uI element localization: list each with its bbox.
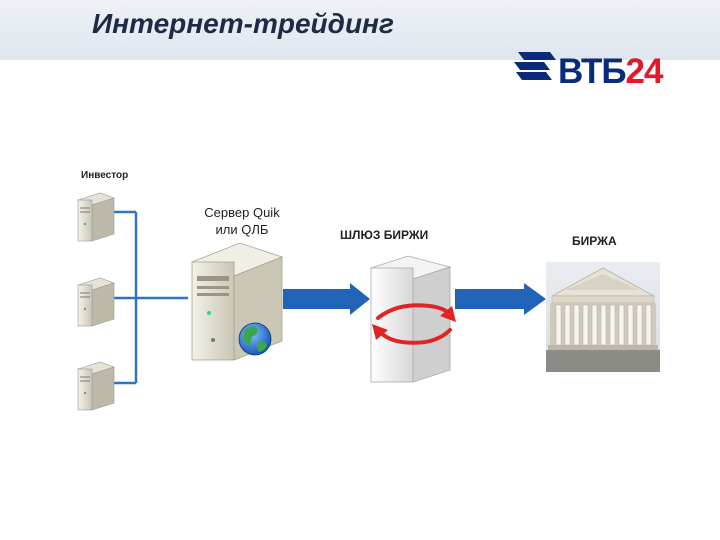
gateway-label: ШЛЮЗ БИРЖИ <box>340 228 429 242</box>
investor-computer-2 <box>77 277 115 327</box>
exchange-gateway <box>369 255 456 383</box>
server-label: Сервер Quik или QЛБ <box>184 204 300 238</box>
server-tower-icon <box>77 277 115 327</box>
server-label-line2: или QЛБ <box>215 222 269 237</box>
arrow-gateway-to-exchange <box>455 283 546 315</box>
circular-arrows-icon <box>372 303 456 345</box>
server-tower-icon <box>77 192 115 242</box>
vtb24-logo: ВТБ24 <box>510 44 685 96</box>
investor-label: Инвестор <box>81 170 129 181</box>
server-tower-icon <box>77 361 115 411</box>
exchange-building-icon <box>546 262 660 372</box>
logo-text-24: 24 <box>625 52 663 91</box>
globe-icon <box>238 322 272 356</box>
investor-computer-3 <box>77 361 115 411</box>
quik-server <box>190 242 284 361</box>
slide-title: Интернет-трейдинг <box>92 8 394 39</box>
investor-computer-1 <box>77 192 115 242</box>
gateway-cube-icon <box>369 255 452 383</box>
arrow-server-to-gateway <box>283 283 370 315</box>
exchange-label: БИРЖА <box>572 234 617 248</box>
exchange-building <box>546 262 660 372</box>
vtb-logo-mark-icon <box>514 52 556 80</box>
server-label-line1: Сервер Quik <box>204 205 280 220</box>
logo-text-vtb: ВТБ <box>558 52 626 91</box>
header-band <box>0 0 720 60</box>
investor-connector-lines <box>110 210 188 385</box>
